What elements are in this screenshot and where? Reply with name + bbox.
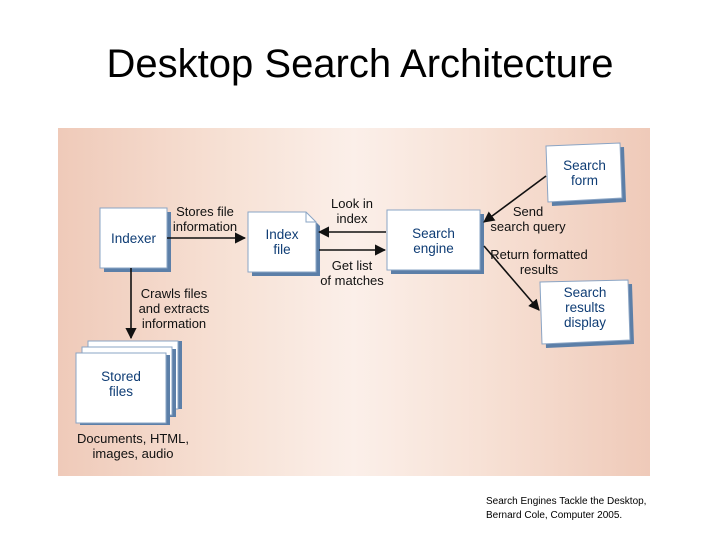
send-search-query-label: Send search query — [490, 204, 566, 234]
citation: Search Engines Tackle the Desktop, Berna… — [486, 496, 647, 521]
index-file-label: Index file — [265, 227, 299, 257]
slide-title: Desktop Search Architecture — [106, 42, 614, 86]
index-file-node — [247, 211, 320, 276]
search-form-label: Search form — [563, 158, 606, 188]
get-list-of-matches-label: Get list of matches — [320, 258, 384, 288]
stores-file-information-label: Stores file information — [172, 204, 238, 234]
search-form-node — [545, 142, 626, 206]
indexer-node — [99, 207, 171, 272]
arrow-return-formatted-results — [483, 245, 540, 311]
arrow-send-search-query — [483, 175, 547, 223]
stored-files-node — [75, 340, 182, 425]
search-results-display-label: Search results display — [563, 285, 607, 330]
documents-caption: Documents, HTML, images, audio — [77, 431, 189, 461]
look-in-index-label: Look in index — [331, 196, 373, 226]
search-engine-label: Search engine — [412, 226, 455, 256]
crawls-files-label: Crawls files and extracts information — [138, 286, 210, 331]
indexer-label: Indexer — [110, 231, 157, 246]
search-engine-node — [386, 209, 484, 274]
architecture-diagram: Indexer Index file Search engine Search … — [58, 128, 650, 476]
return-formatted-results-label: Return formatted results — [490, 247, 588, 277]
search-results-display-node — [539, 279, 634, 348]
diagram-canvas — [75, 142, 634, 425]
stored-files-label: Stored files — [101, 369, 141, 399]
